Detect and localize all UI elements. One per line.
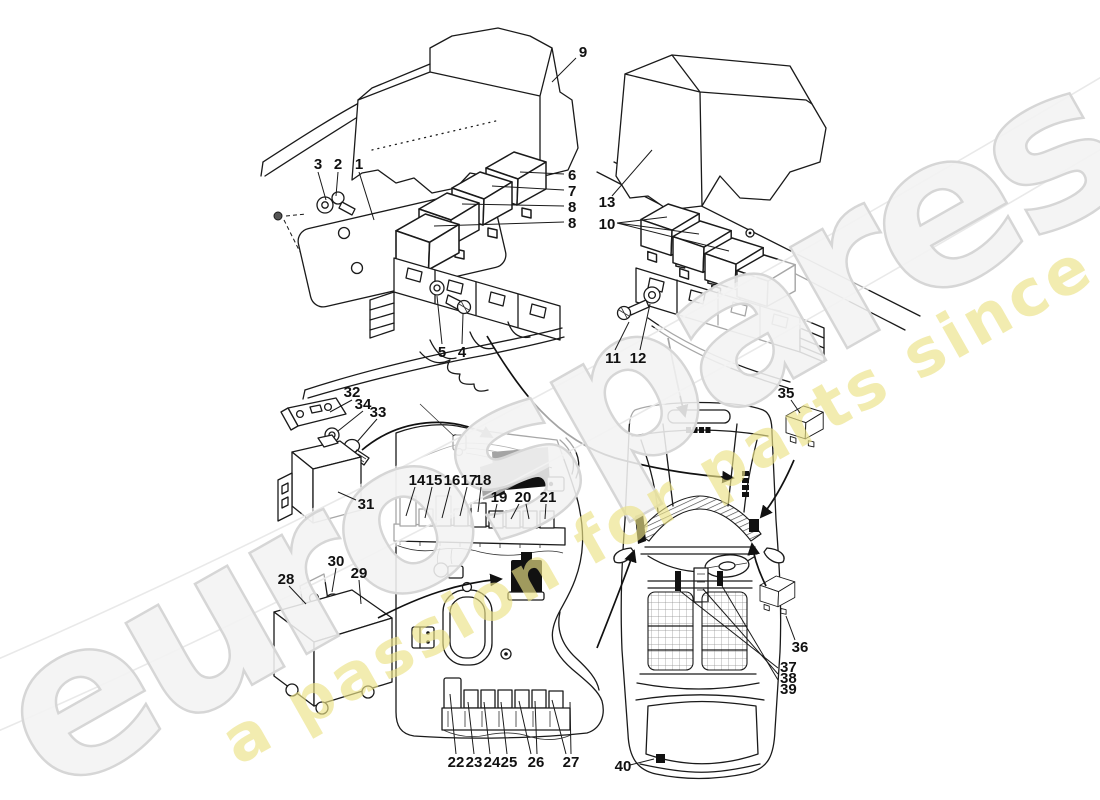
callout-21: 21	[540, 489, 557, 506]
black-relay	[507, 552, 545, 601]
screw-2	[331, 191, 356, 216]
callout-27: 27	[563, 754, 580, 771]
bracket-32	[280, 397, 347, 431]
callout-12: 12	[630, 350, 647, 367]
callout-25: 25	[501, 754, 518, 771]
callout-labels: 9 3 2 1 6 7 8 8 5 4 13 10 11 12 32 34 33	[278, 44, 809, 775]
small-bracket	[411, 626, 435, 649]
location-marker-cabin-right	[717, 571, 723, 586]
location-marker-left-pillar	[635, 513, 646, 544]
front-grille-slot	[667, 409, 731, 424]
callout-3: 3	[314, 156, 322, 173]
callout-36: 36	[792, 639, 809, 656]
cabin-leader-lines	[629, 585, 779, 766]
callout-11: 11	[605, 350, 621, 367]
steering-wheel	[704, 554, 750, 578]
callout-15: 15	[426, 472, 443, 489]
routing-arrows	[361, 335, 795, 649]
washer-3	[316, 196, 334, 214]
relay-module-28-box	[273, 589, 393, 715]
callout-34: 34	[355, 396, 372, 413]
dangling-connector	[433, 547, 464, 579]
callout-38: 38	[780, 670, 797, 687]
callout-31: 31	[358, 496, 375, 513]
wiring-harness	[302, 321, 565, 400]
callout-16: 16	[444, 472, 461, 489]
callout-8a: 8	[568, 199, 576, 216]
edge-connector	[546, 476, 565, 492]
callout-10: 10	[599, 216, 616, 233]
relay-36	[759, 575, 796, 615]
right-mirror	[763, 547, 785, 564]
callout-39: 39	[780, 681, 797, 698]
callout-18: 18	[475, 472, 492, 489]
watermark-swoosh	[0, 71, 1100, 734]
bolt-4	[445, 294, 472, 315]
callout-33: 33	[370, 404, 387, 421]
callout-20: 20	[515, 489, 532, 506]
callout-2: 2	[334, 156, 342, 173]
callout-4: 4	[458, 344, 467, 361]
location-markers-front	[686, 427, 711, 433]
seats	[647, 591, 748, 671]
callout-6: 6	[568, 167, 576, 184]
windscreen	[637, 495, 762, 542]
callout-30: 30	[328, 553, 345, 570]
callout-32: 32	[344, 384, 361, 401]
car-top-view	[613, 401, 785, 780]
callout-28: 28	[278, 571, 295, 588]
location-markers-bulkhead	[742, 471, 749, 497]
callout-40: 40	[615, 758, 632, 775]
callout-24: 24	[484, 754, 501, 771]
callout-35: 35	[778, 385, 795, 402]
callout-8b: 8	[568, 215, 576, 232]
callout-19: 19	[491, 489, 508, 506]
relay-bank-left	[369, 151, 561, 341]
relay-cover-13	[615, 54, 827, 211]
callout-17: 17	[461, 472, 478, 489]
callout-5: 5	[438, 344, 446, 361]
relay-row-lower	[441, 677, 572, 740]
callout-14: 14	[409, 472, 426, 489]
callout-29: 29	[351, 565, 368, 582]
washer-12	[643, 286, 661, 304]
location-marker-boot	[656, 754, 665, 763]
callout-9: 9	[579, 44, 587, 61]
location-marker-cabin-left	[675, 571, 681, 591]
callout-22: 22	[448, 754, 465, 771]
callout-7: 7	[568, 183, 576, 200]
bolt-11	[616, 299, 650, 321]
callout-26: 26	[528, 754, 545, 771]
callout-37: 37	[780, 659, 797, 676]
callout-23: 23	[466, 754, 483, 771]
callout-13: 13	[599, 194, 616, 211]
callout-1: 1	[355, 156, 363, 173]
washer-5	[429, 280, 445, 296]
location-marker-right-pillar	[749, 519, 759, 532]
